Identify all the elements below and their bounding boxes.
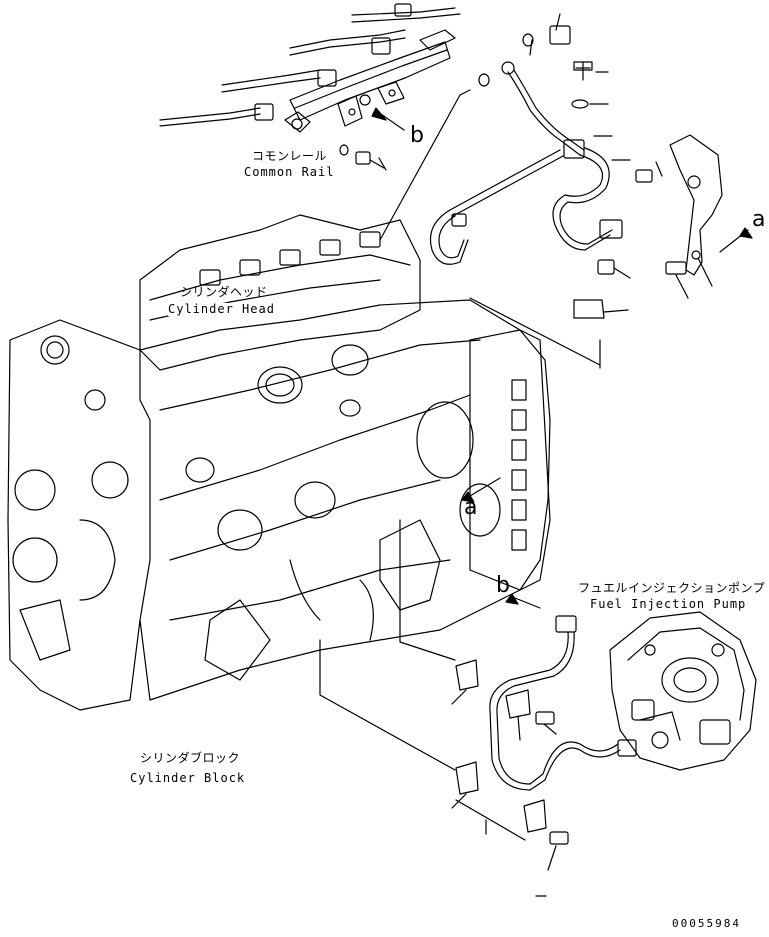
pump-bracket [469, 134, 753, 369]
document-number: 00055984 [672, 917, 741, 930]
fuel-pump-label-en: Fuel Injection Pump [590, 597, 747, 611]
engine-block [7, 89, 551, 771]
common-rail-assembly [159, 3, 461, 171]
high-pressure-pipe [451, 593, 637, 897]
cylinder-head-label-jp: シリンダヘッド [180, 285, 268, 299]
callout-b-pipe: b [496, 573, 510, 598]
callout-b-rail: b [410, 123, 424, 148]
common-rail-label-en: Common Rail [244, 165, 335, 179]
fuel-pump-label-jp: フュエルインジェクションポンプ [578, 581, 766, 595]
cylinder-head-label-en: Cylinder Head [168, 302, 275, 317]
callout-a-bracket: a [752, 207, 766, 232]
cylinder-block-label-jp: シリンダブロック [140, 751, 241, 765]
callout-a-block: a [464, 495, 478, 520]
common-rail-label-jp: コモンレール [252, 149, 328, 163]
fuel-supply-pipe [429, 13, 663, 265]
fuel-injection-pump [609, 611, 757, 771]
cylinder-block-label-en: Cylinder Block [130, 771, 246, 785]
